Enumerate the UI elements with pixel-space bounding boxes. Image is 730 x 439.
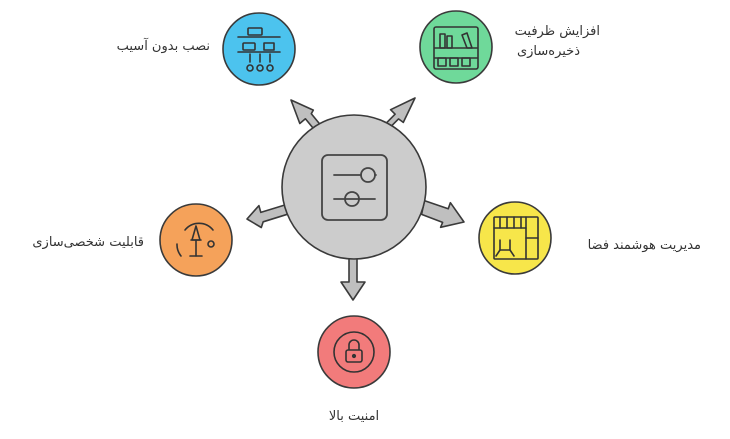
arrow-right <box>420 199 465 229</box>
lamp-icon <box>176 222 215 257</box>
hub-circle <box>281 114 427 260</box>
bookshelf-icon <box>433 26 479 70</box>
node-left-label: قابلیت شخصی‌سازی <box>32 235 144 250</box>
node-bottom-circle <box>317 315 391 389</box>
node-right-circle <box>478 201 552 275</box>
shelf-hooks-icon <box>237 27 281 72</box>
sliders-icon <box>321 154 388 221</box>
lock-icon <box>333 331 375 373</box>
node-bottom-label: امنیت بالا <box>328 409 380 424</box>
node-top-right-label-line1: افزایش ظرفیت <box>514 24 600 39</box>
node-top-left-label: نصب بدون آسیب <box>116 39 210 54</box>
node-top-right-label-line2: ذخیره‌سازی <box>516 44 580 59</box>
node-top-left-circle <box>222 12 296 86</box>
arrow-left <box>246 203 291 229</box>
floor-plan-icon <box>493 216 539 260</box>
node-top-right-circle <box>419 10 493 84</box>
arrow-down <box>340 254 366 301</box>
node-right-label: مدیریت هوشمند فضا <box>587 238 701 253</box>
